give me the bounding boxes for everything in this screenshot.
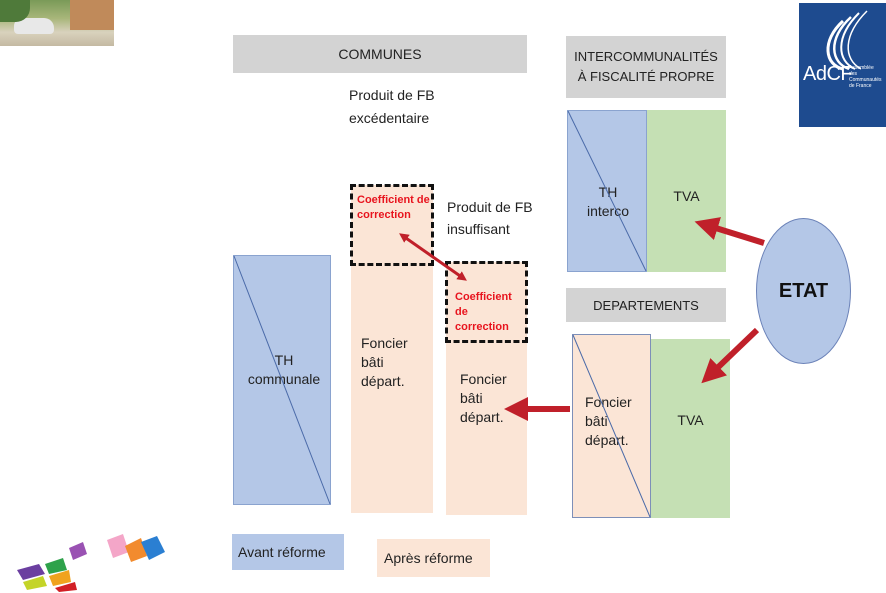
- legend-apres-reforme: Après réforme: [377, 539, 490, 577]
- etat-label: ETAT: [778, 279, 829, 302]
- tree-shape: [0, 0, 30, 22]
- coef1-line2: correction: [357, 209, 411, 221]
- interco-header: INTERCOMMUNALITÉS À FISCALITÉ PROPRE: [566, 36, 726, 98]
- foncier-bati-insuffisant-box: [446, 262, 527, 515]
- foncier1-line1: Foncier: [361, 335, 408, 351]
- logo-swoosh-icon: [826, 10, 868, 71]
- produit-insuffisant-label: Produit de FB insuffisant: [447, 198, 533, 239]
- foncier2-line1: Foncier: [460, 371, 507, 387]
- logo-subtext: Assemblée des Communautés de France: [849, 65, 882, 89]
- departements-header: DEPARTEMENTS: [566, 288, 726, 322]
- coefficient-correction-box-2: Coefficient de correction: [445, 261, 528, 343]
- th-communale-line2: communale: [247, 371, 321, 387]
- legend-apres-label: Après réforme: [384, 549, 473, 566]
- correction-double-arrow: [399, 233, 467, 281]
- foncier1-line2: bâti: [361, 354, 384, 370]
- th-communale-strike-line: [233, 255, 331, 505]
- foncier3-line1: Foncier: [585, 394, 632, 410]
- th-communale-line1: TH: [274, 352, 294, 368]
- foncier2-line3: départ.: [460, 409, 504, 425]
- foncier3-line3: départ.: [585, 432, 629, 448]
- produit-insuffisant-line2: insuffisant: [447, 221, 510, 237]
- interco-header-line1: INTERCOMMUNALITÉS: [574, 49, 718, 64]
- coefficient-correction-box-1: Coefficient de correction: [350, 184, 434, 266]
- etat-to-tva-dept-arrow: [701, 327, 760, 384]
- foncier-bati-insuffisant-label: Foncier bâti départ.: [460, 370, 507, 427]
- coef1-line1: Coefficient de: [357, 194, 430, 206]
- foncier2-line2: bâti: [460, 390, 483, 406]
- foncier-bati-excedentaire-label: Foncier bâti départ.: [361, 334, 408, 391]
- th-communale-label: TH communale: [236, 351, 332, 389]
- produit-excedentaire-label: Produit de FB excédentaire: [349, 86, 435, 128]
- logo-text: AdCF: [803, 63, 853, 85]
- produit-excedentaire-line1: Produit de FB: [349, 87, 435, 103]
- car-shape: [14, 18, 54, 34]
- building-shape: [70, 0, 114, 30]
- coef2-line2: correction: [455, 321, 509, 333]
- tva-interco-box: TVA: [647, 110, 726, 272]
- foncier-bati-dept-label: Foncier bâti départ.: [585, 393, 632, 450]
- adcf-logo: AdCF Assemblée des Communautés de France: [799, 3, 886, 127]
- etat-to-tva-interco-arrow: [694, 217, 765, 246]
- coefficient-correction-label-1: Coefficient de correction: [357, 193, 430, 223]
- colorful-logo-icon: [17, 534, 165, 592]
- foncier3-line2: bâti: [585, 413, 608, 429]
- legend-avant-reforme: Avant réforme: [232, 534, 344, 570]
- foncier-dept-strike-line: [572, 334, 651, 518]
- communes-header: COMMUNES: [233, 35, 527, 73]
- communes-header-label: COMMUNES: [338, 46, 422, 62]
- tva-interco-label: TVA: [673, 188, 700, 204]
- departements-header-label: DEPARTEMENTS: [593, 297, 699, 313]
- th-interco-strike-line: [567, 110, 647, 272]
- produit-insuffisant-line1: Produit de FB: [447, 199, 533, 215]
- coefficient-correction-label-2: Coefficient de correction: [455, 290, 525, 335]
- etat-circle: ETAT: [756, 218, 851, 364]
- produit-excedentaire-line2: excédentaire: [349, 110, 430, 126]
- street-photo: [0, 0, 114, 46]
- coef2-line1: Coefficient de: [455, 291, 512, 318]
- legend-avant-label: Avant réforme: [238, 543, 326, 560]
- tva-dept-label: TVA: [677, 412, 704, 428]
- foncier1-line3: départ.: [361, 373, 405, 389]
- interco-header-line2: À FISCALITÉ PROPRE: [577, 69, 715, 84]
